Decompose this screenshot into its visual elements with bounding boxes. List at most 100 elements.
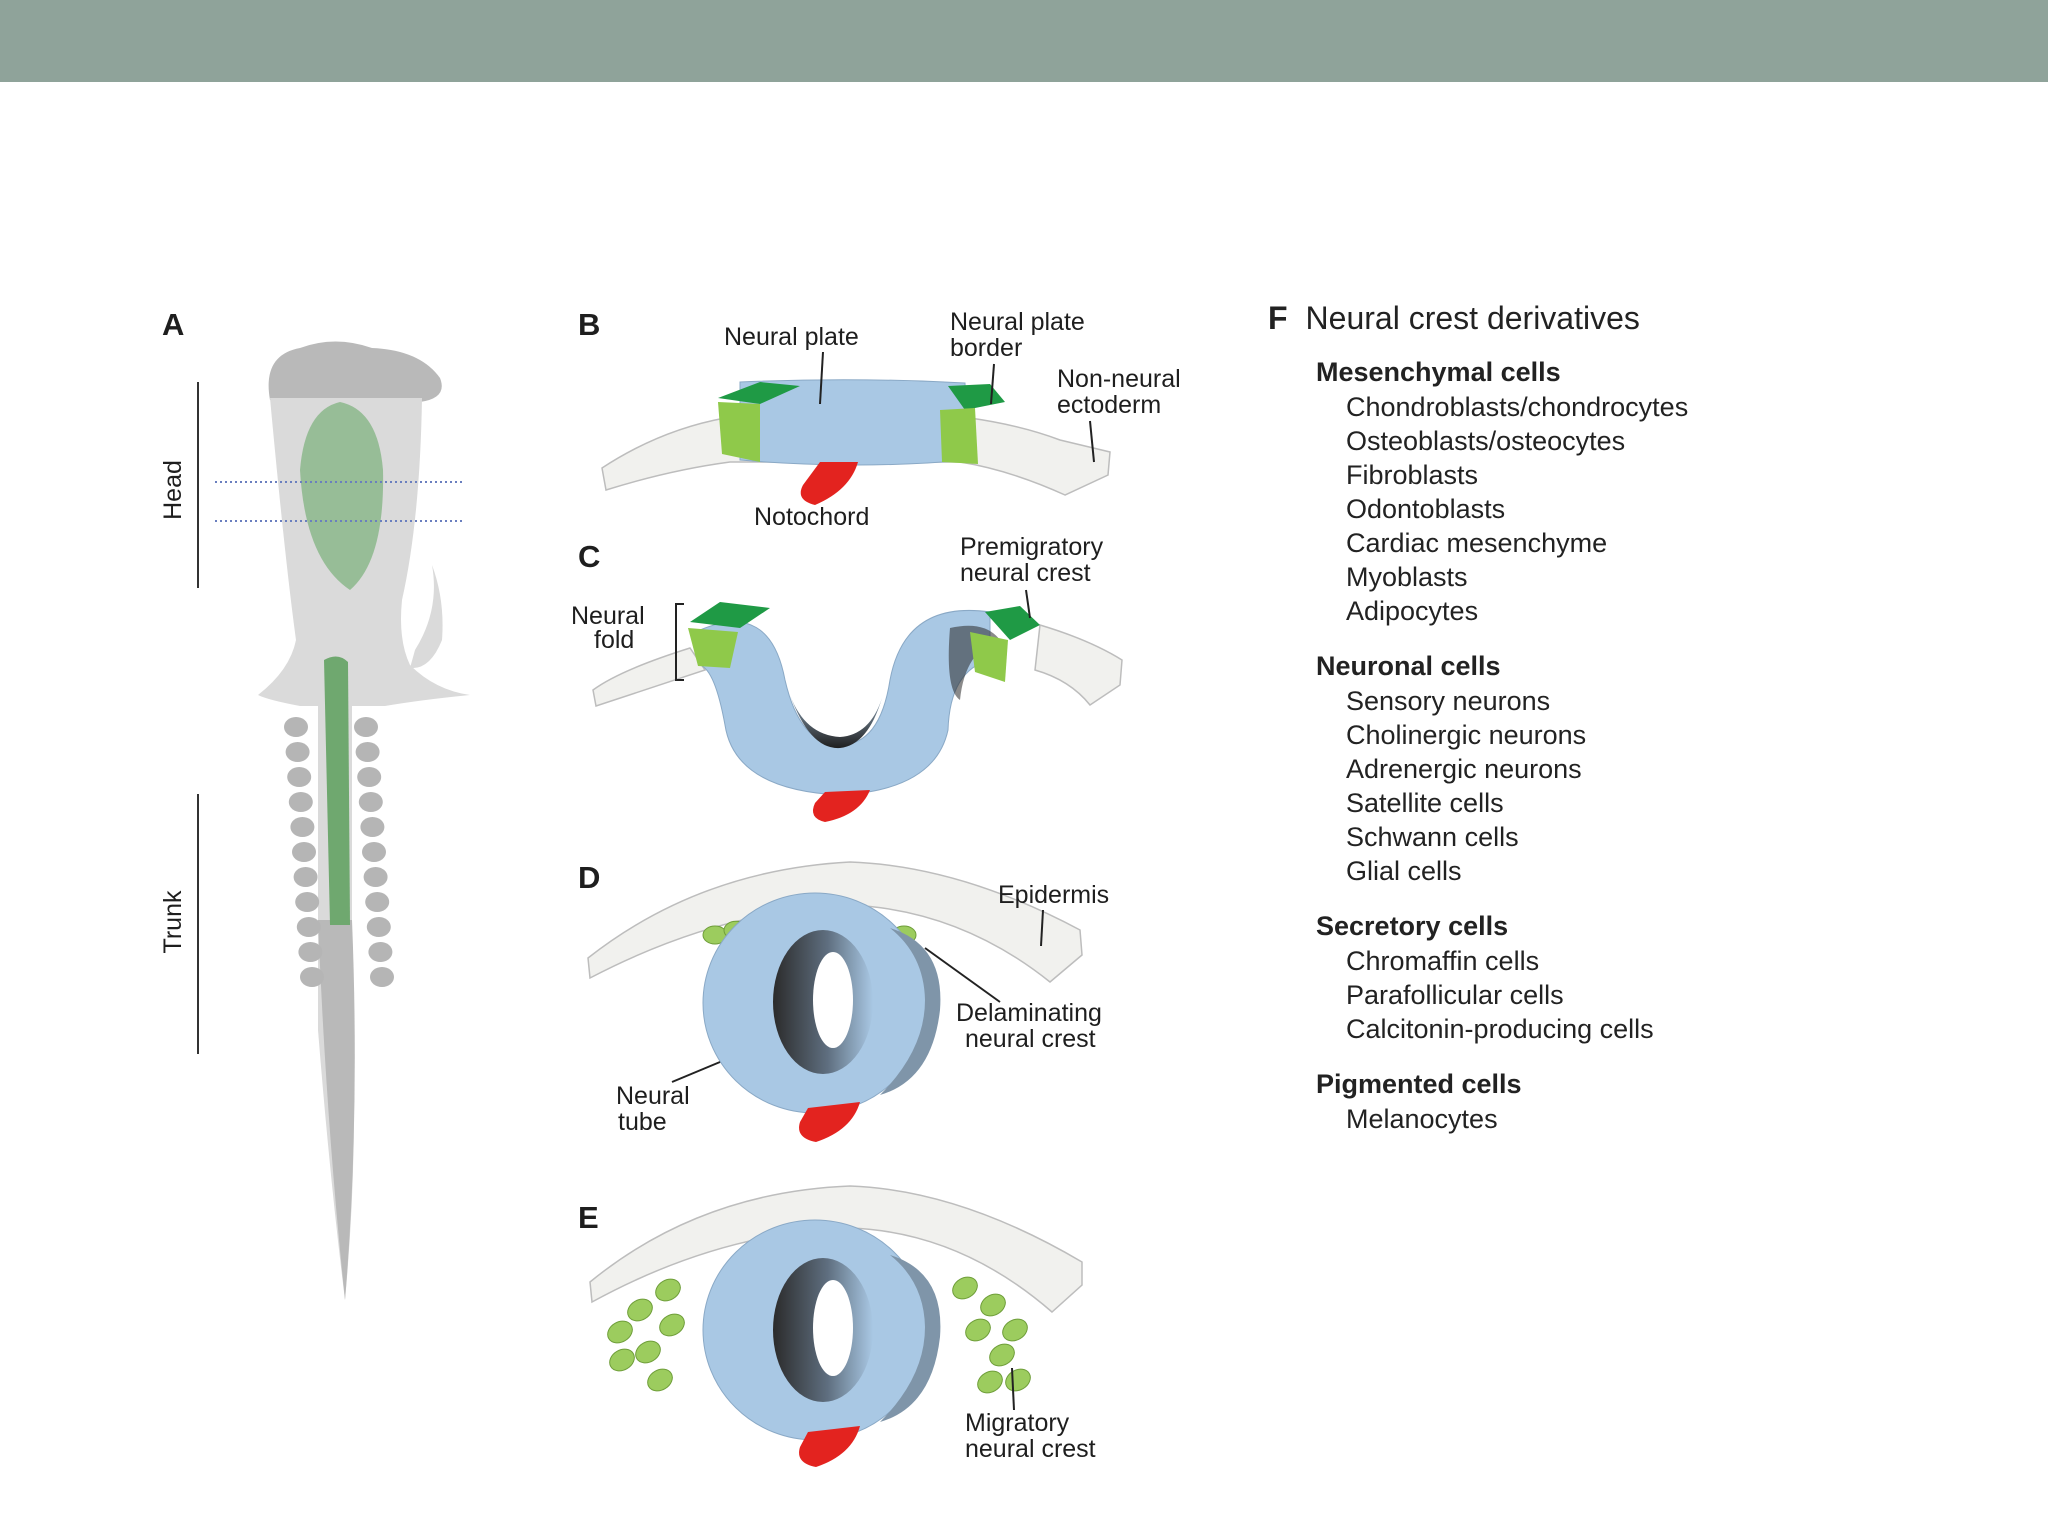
derivatives-title: Neural crest derivatives [1305,300,1640,336]
group-secretory: Secretory cells Chromaffin cells Parafol… [1316,909,1988,1046]
fold-crest-right-top [985,606,1040,640]
tube-side-e [880,1255,941,1422]
leader-non-neural [1089,420,1095,463]
lumen-opening-d [813,952,853,1048]
group-title: Mesenchymal cells [1316,357,1561,387]
list-item: Glial cells [1346,856,1462,886]
migratory-cell [952,1276,978,1300]
group-neuronal: Neuronal cells Sensory neurons Cholinerg… [1316,649,1988,888]
embryo-appendage [410,565,443,669]
somite [370,967,394,987]
migratory-cell [607,1320,633,1344]
fold-crest-right [970,632,1008,682]
somite [357,767,382,787]
head-label: Head [159,460,187,520]
somite [288,792,313,812]
plate-border-right [940,408,978,464]
label-delaminating-2: neural crest [965,1025,1096,1053]
somite [360,817,385,837]
list-item: Osteoblasts/osteocytes [1346,426,1626,456]
slide-header-bar [0,0,2048,82]
migratory-cell [965,1318,991,1342]
leader-neural-plate-border [990,363,995,405]
panel-b-letter: B [578,307,600,342]
somite [284,717,308,737]
group-title: Neuronal cells [1316,651,1501,681]
leader-epidermis [1040,909,1044,947]
ectoderm-right-c [1034,624,1123,707]
group-title: Pigmented cells [1316,1069,1522,1099]
group-title: Secretory cells [1316,911,1509,941]
somite [354,717,378,737]
list-item: Fibroblasts [1346,460,1479,490]
list-item: Chondroblasts/chondrocytes [1346,392,1689,422]
list-item: Satellite cells [1346,788,1504,818]
somite [293,867,318,887]
embryo-head [268,341,442,402]
label-neural-fold-1: Neural [571,602,645,630]
list-item: Calcitonin-producing cells [1346,1014,1654,1044]
migratory-cell [977,1370,1003,1394]
list-item: Adipocytes [1346,596,1479,626]
notochord-c [812,790,870,822]
label-epidermis: Epidermis [998,881,1109,909]
label-neural-plate-border-1: Neural plate [950,308,1085,336]
somite [362,842,386,862]
neural-groove [790,695,882,749]
somite [355,742,380,762]
leader-neural-plate [819,351,824,405]
label-delaminating-1: Delaminating [956,999,1102,1027]
label-notochord: Notochord [754,503,869,531]
list-item: Sensory neurons [1346,686,1551,716]
notochord-e [799,1426,860,1467]
neural-fold-u [699,609,991,796]
derivatives-panel: F Neural crest derivatives Mesenchymal ce… [1268,300,1988,1157]
somite [300,967,324,987]
panel-c-letter: C [578,539,600,574]
label-migratory-2: neural crest [965,1435,1096,1463]
lumen-opening-e [813,1280,853,1376]
leader-migratory [1011,1367,1015,1411]
group-mesenchymal: Mesenchymal cells Chondroblasts/chondroc… [1316,355,1988,628]
plate-border-left [718,402,760,462]
list-item: Myoblasts [1346,562,1468,592]
list-item: Odontoblasts [1346,494,1506,524]
neural-tube-head [300,402,384,590]
list-item: Melanocytes [1346,1104,1498,1134]
somite [366,917,391,937]
migratory-cell [980,1293,1006,1317]
embryo-body [258,398,470,1300]
migratory-cell [1002,1318,1028,1342]
label-premigratory-1: Premigratory [960,533,1104,561]
label-non-neural-1: Non-neural [1057,365,1181,393]
notochord-d [799,1102,860,1142]
somite [363,867,388,887]
label-neural-plate-border-2: border [950,334,1022,362]
panel-a: A Head Trunk [159,307,470,1300]
label-premigratory-2: neural crest [960,559,1091,587]
panel-d-letter: D [578,860,600,895]
group-pigmented: Pigmented cells Melanocytes [1316,1067,1988,1136]
fold-crest-left [688,628,738,668]
list-item: Chromaffin cells [1346,946,1540,976]
somite [368,942,393,962]
embryo-tail [318,920,355,1300]
label-neural-tube-1: Neural [616,1082,690,1110]
list-item: Cholinergic neurons [1346,720,1587,750]
panel-f-letter: F [1268,300,1288,336]
migratory-cell [1005,1368,1031,1392]
label-migratory-1: Migratory [965,1409,1070,1437]
leader-neural-tube [671,1061,721,1083]
migratory-cells [607,1276,1031,1394]
label-neural-fold-2: fold [594,626,634,654]
migratory-cell [635,1340,661,1364]
label-neural-tube-2: tube [618,1108,667,1136]
list-item: Adrenergic neurons [1346,754,1582,784]
somite [287,767,312,787]
panel-c: C Premigratory neural crest Neural fold [571,533,1123,822]
migratory-cell [655,1278,681,1302]
somite [290,817,315,837]
label-non-neural-2: ectoderm [1057,391,1161,419]
panel-e: E Migratory neural crest [578,1185,1096,1467]
